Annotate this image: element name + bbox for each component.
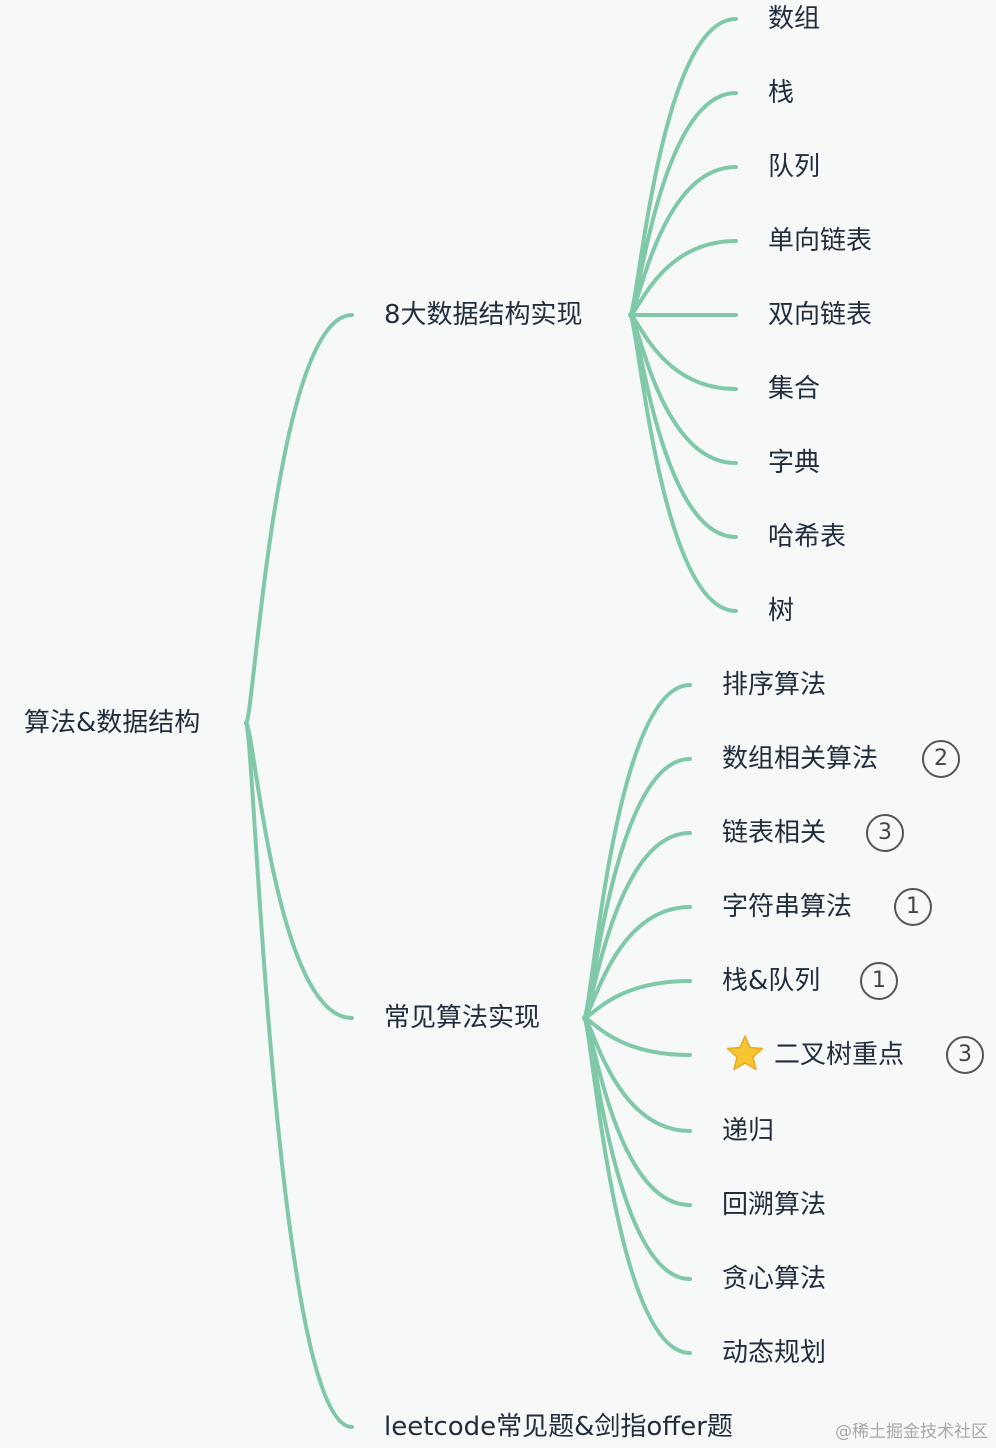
watermark: @稀土掘金技术社区	[835, 1422, 988, 1442]
edge-root-branch-2	[244, 721, 354, 1020]
edge-branch-2-leaf-9	[582, 1016, 692, 1281]
edge-branch-2-leaf-5	[582, 979, 692, 1020]
leaf-tree[interactable]: 树	[768, 596, 795, 626]
leaf-hash-table[interactable]: 哈希表	[768, 522, 847, 552]
count-badge-linked-list[interactable]: 3	[866, 814, 904, 852]
count-badge-stack-queue[interactable]: 1	[860, 962, 898, 1000]
leaf-sorting[interactable]: 排序算法	[722, 670, 827, 700]
leaf-linked-list-related[interactable]: 链表相关	[722, 818, 827, 848]
edge-branch-2-leaf-10	[582, 1016, 692, 1355]
leaf-binary-tree[interactable]: 二叉树重点	[774, 1040, 905, 1070]
edge-branch-2-leaf-4	[582, 905, 692, 1020]
leaf-recursion[interactable]: 递归	[722, 1116, 775, 1146]
leaf-stack-queue[interactable]: 栈&队列	[722, 966, 821, 996]
leaf-queue[interactable]: 队列	[768, 152, 821, 182]
branch-node-leetcode[interactable]: leetcode常见题&剑指offer题	[384, 1412, 733, 1442]
edge-branch-1-leaf-2	[628, 91, 738, 317]
count-badge-array-algorithms[interactable]: 2	[922, 740, 960, 778]
leaf-array-algorithms[interactable]: 数组相关算法	[722, 744, 879, 774]
edge-branch-2-leaf-2	[582, 757, 692, 1020]
leaf-stack[interactable]: 栈	[768, 78, 795, 108]
leaf-dictionary[interactable]: 字典	[768, 448, 821, 478]
count-badge-string[interactable]: 1	[894, 888, 932, 926]
root-node[interactable]: 算法&数据结构	[24, 708, 201, 738]
leaf-doubly-linked-list[interactable]: 双向链表	[768, 300, 873, 330]
leaf-backtracking[interactable]: 回溯算法	[722, 1190, 827, 1220]
leaf-greedy[interactable]: 贪心算法	[722, 1264, 827, 1294]
leaf-array[interactable]: 数组	[768, 4, 821, 34]
edge-branch-1-leaf-9	[628, 313, 738, 613]
leaf-string-algorithms[interactable]: 字符串算法	[722, 892, 853, 922]
edge-root-branch-1	[244, 313, 354, 725]
edge-root-branch-3	[244, 721, 354, 1429]
leaf-set[interactable]: 集合	[768, 374, 821, 404]
edge-branch-1-leaf-4	[628, 239, 738, 317]
leaf-singly-linked-list[interactable]: 单向链表	[768, 226, 873, 256]
branch-node-data-structures[interactable]: 8大数据结构实现	[384, 300, 583, 330]
count-badge-binary-tree[interactable]: 3	[946, 1036, 984, 1074]
branch-node-algorithms[interactable]: 常见算法实现	[384, 1003, 541, 1033]
edge-branch-1-leaf-8	[628, 313, 738, 539]
leaf-dynamic-programming[interactable]: 动态规划	[722, 1338, 827, 1368]
star-icon	[725, 1033, 765, 1077]
